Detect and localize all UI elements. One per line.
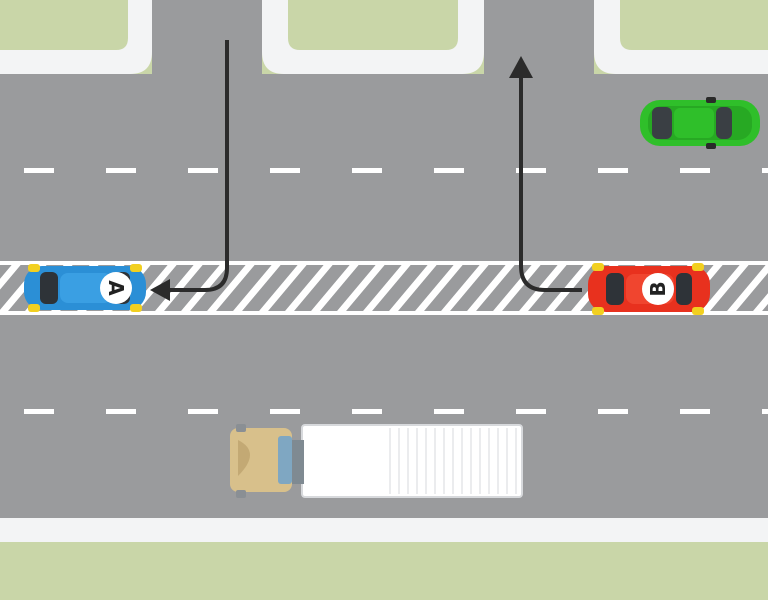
lane-dash: [270, 409, 300, 414]
top-left-block: [0, 0, 152, 74]
lane-dash: [24, 409, 54, 414]
lane-dash: [762, 168, 768, 173]
lane-dash: [352, 168, 382, 173]
lane-dash: [270, 168, 300, 173]
lane-dash: [188, 409, 218, 414]
lane-dash: [680, 168, 710, 173]
lane-dashes-bottom: [24, 409, 768, 414]
lane-dashes-top: [24, 168, 768, 173]
car-b-label: B: [646, 281, 670, 296]
lane-dash: [598, 409, 628, 414]
lane-dash: [352, 409, 382, 414]
car-a-badge: [100, 272, 132, 304]
lane-dash: [516, 168, 546, 173]
lane-dash: [24, 168, 54, 173]
left-turn-arrow-b: [509, 56, 582, 292]
green-car: [640, 97, 760, 149]
lane-dash: [434, 168, 464, 173]
lane-dash: [106, 409, 136, 414]
lane-dash: [598, 168, 628, 173]
lane-dash: [516, 409, 546, 414]
truck-cab: [230, 428, 292, 492]
top-right-block: [594, 0, 768, 74]
car-b-badge: [642, 273, 674, 305]
car-a-label: A: [104, 280, 128, 296]
truck: [230, 424, 523, 498]
lane-dash: [680, 409, 710, 414]
left-turn-arrow: [150, 40, 229, 301]
car-a: A: [24, 264, 146, 312]
lane-dash: [762, 409, 768, 414]
top-middle-block: [262, 0, 484, 74]
lane-dash: [106, 168, 136, 173]
bottom-sidewalk: [0, 518, 768, 542]
lane-dash: [434, 409, 464, 414]
lane-dash: [188, 168, 218, 173]
side-road-left: [152, 0, 262, 80]
side-road-right: [484, 0, 594, 80]
car-b: B: [588, 263, 710, 315]
